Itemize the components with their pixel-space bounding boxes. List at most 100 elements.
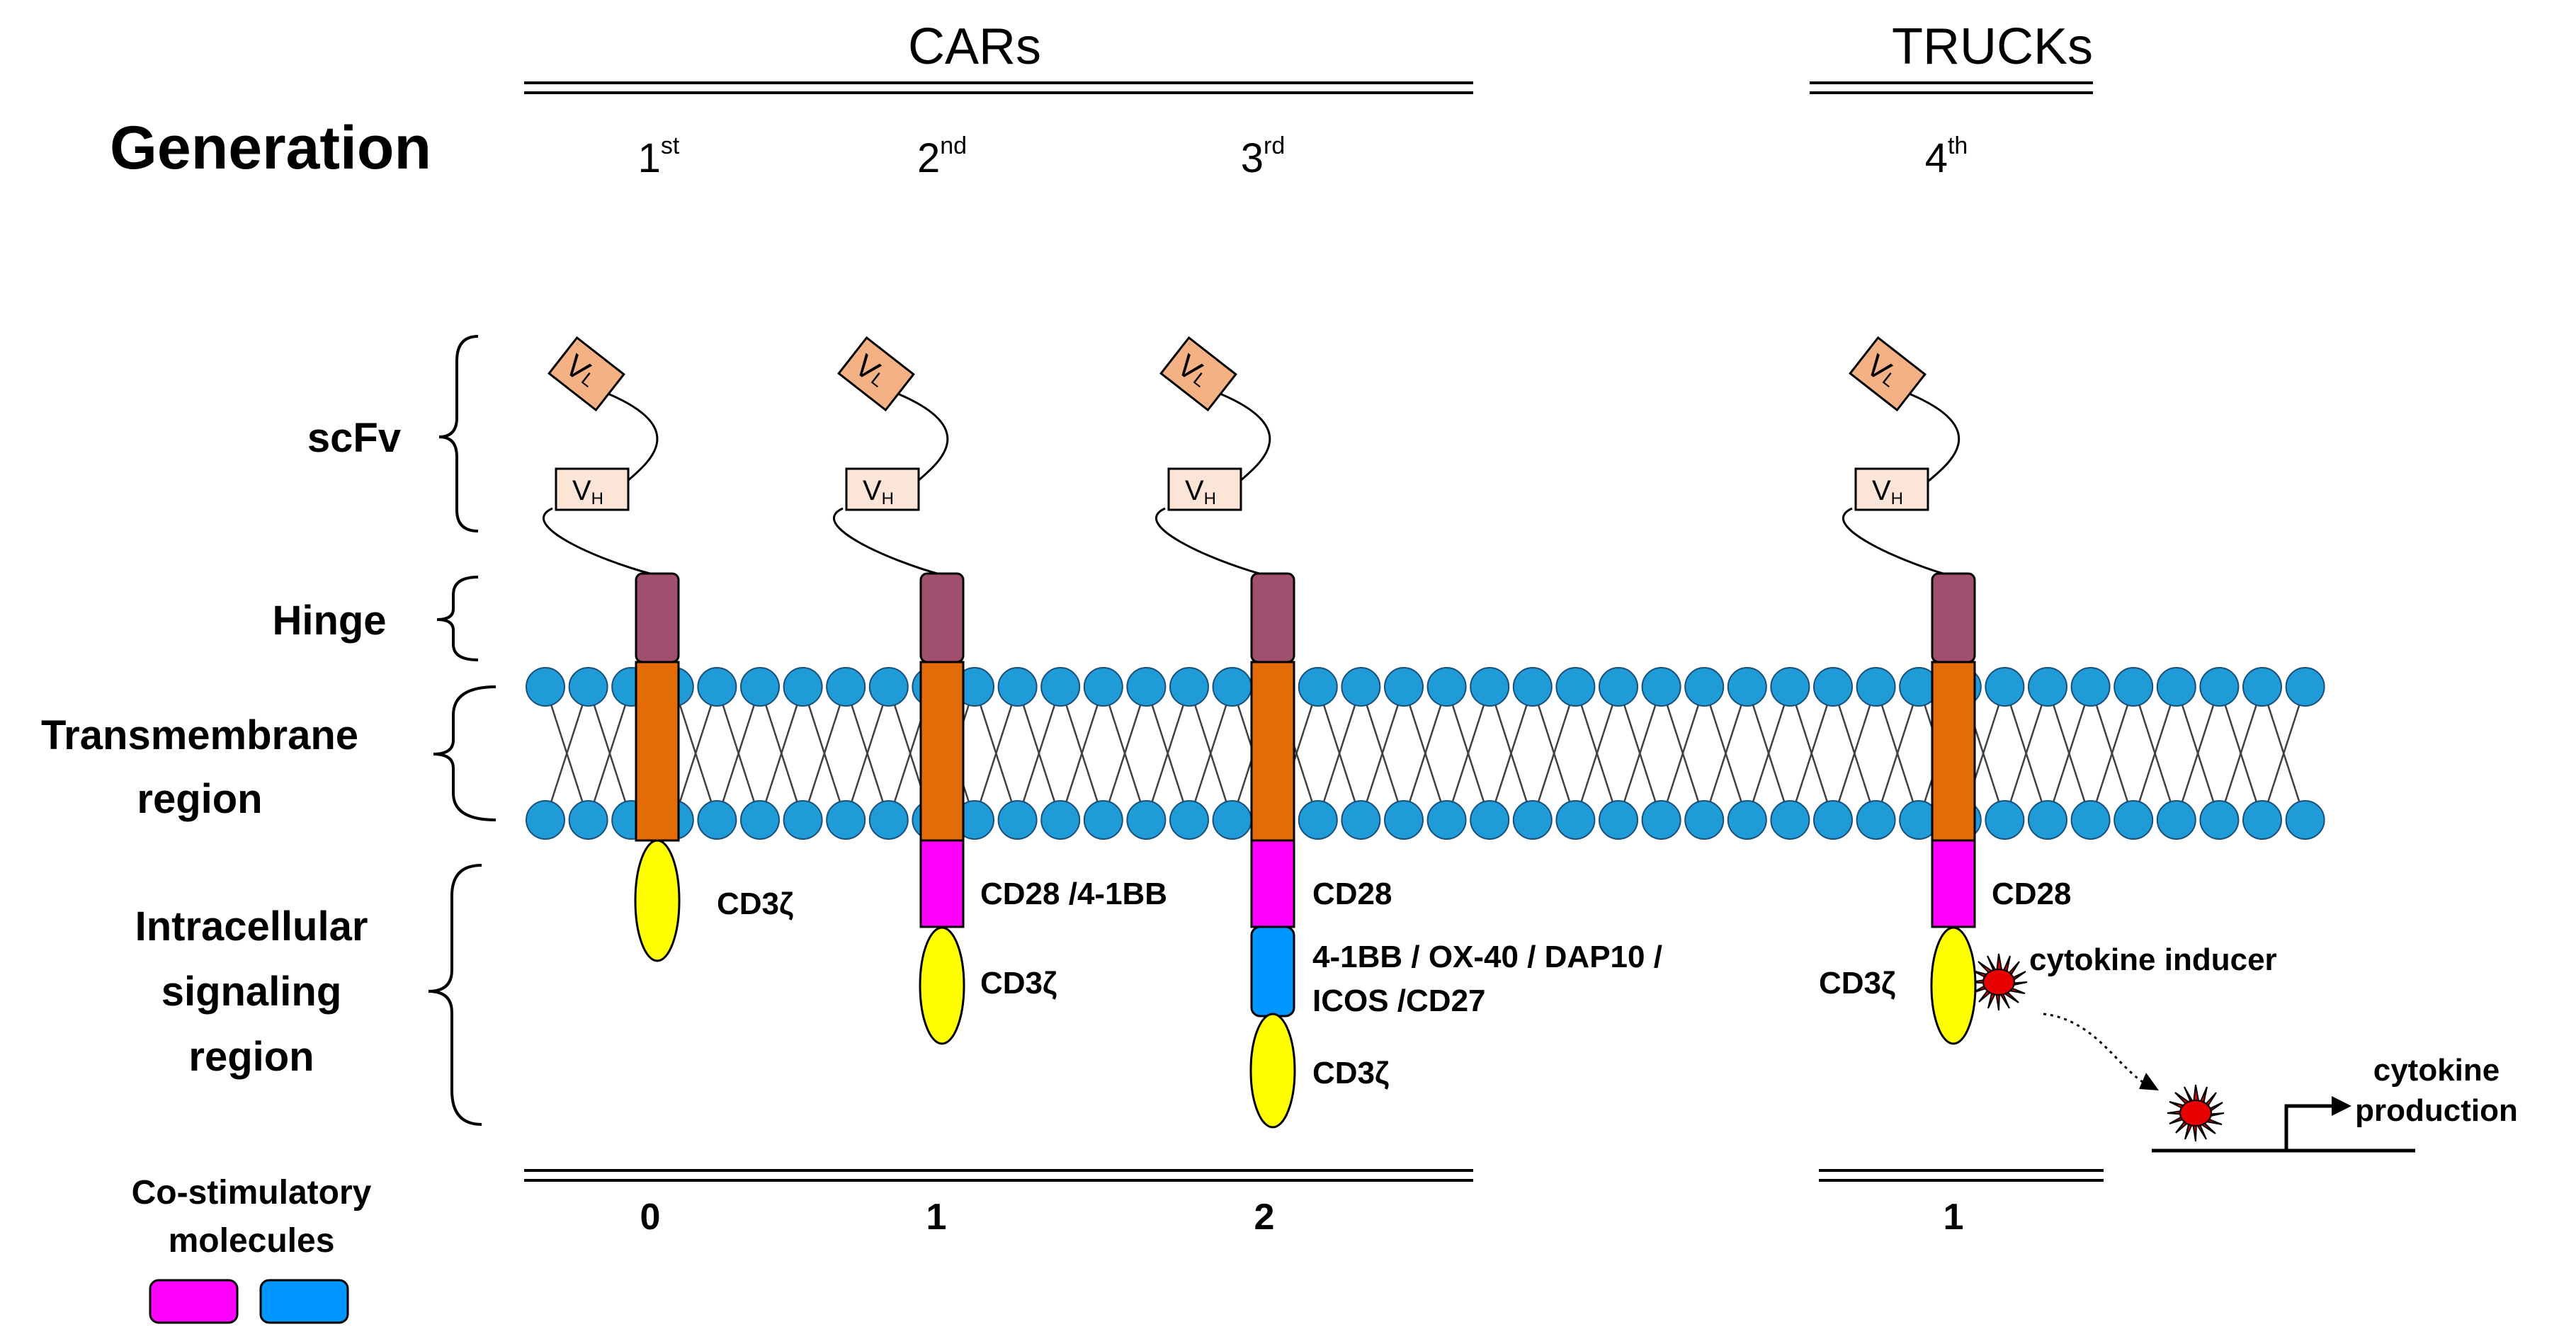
truck-receptor-4th: VL VH bbox=[1842, 336, 1977, 1045]
dotted-arrow bbox=[2043, 1013, 2143, 1083]
lipid-head bbox=[2285, 667, 2325, 707]
linker-vh-hinge bbox=[1842, 507, 1948, 576]
lipid-tail bbox=[1402, 686, 1448, 821]
vh-domain: VH bbox=[1167, 467, 1242, 511]
lipid-head bbox=[1555, 800, 1596, 840]
lipid-head bbox=[1126, 800, 1167, 840]
lipid-head bbox=[1341, 667, 1381, 707]
lipid-tail bbox=[1660, 686, 1706, 821]
lipid-head bbox=[1985, 667, 2025, 707]
lipid-tail bbox=[1016, 686, 1062, 821]
lipid-tail bbox=[587, 686, 632, 821]
lipid-tail bbox=[973, 686, 1019, 821]
ic-label-line1: Intracellular bbox=[135, 903, 368, 950]
linker-vl-vh bbox=[883, 387, 949, 483]
lipid-head bbox=[697, 800, 737, 840]
lipid-tail bbox=[1875, 686, 1920, 821]
lipid-tail bbox=[845, 686, 890, 821]
lipid-head bbox=[1684, 667, 1725, 707]
hinge-brace bbox=[436, 576, 479, 661]
car-receptor-3rd: VL VH bbox=[1154, 336, 1296, 1129]
lipid-tails bbox=[544, 686, 2306, 821]
cytokine-inducer-star-icon bbox=[1970, 953, 2028, 1011]
cd28-41bb-label: CD28 /4-1BB bbox=[980, 877, 1167, 911]
cars-top-double-line bbox=[524, 81, 1473, 94]
lipid-head bbox=[1770, 667, 1810, 707]
cd3z-label-4th: CD3ζ bbox=[1819, 966, 1895, 1000]
lipid-head bbox=[826, 800, 866, 840]
linker-vl-vh bbox=[1894, 387, 1961, 483]
lipid-tail bbox=[2089, 686, 2135, 821]
lipid-head bbox=[1599, 800, 1638, 840]
lipid-head bbox=[2156, 800, 2196, 840]
costim-domain-blue bbox=[1250, 925, 1295, 1017]
ic-label-line3: region bbox=[188, 1034, 314, 1080]
lipid-head bbox=[1212, 800, 1252, 840]
costim-domain-pink bbox=[1250, 839, 1295, 928]
dotted-arrow-head-icon bbox=[2139, 1073, 2159, 1090]
costim-domain-pink bbox=[1931, 839, 1976, 928]
svg-text:VH: VH bbox=[1872, 475, 1903, 508]
cytokine-production-line2: production bbox=[2355, 1093, 2518, 1128]
lipid-tail bbox=[2218, 686, 2264, 821]
lipid-tail bbox=[1317, 686, 1362, 821]
hinge-domain bbox=[635, 572, 680, 663]
cytokine-production-line1: cytokine bbox=[2373, 1053, 2500, 1088]
linker-vh-hinge bbox=[543, 507, 656, 576]
transmembrane-domain bbox=[635, 661, 680, 842]
lipid-tail bbox=[673, 686, 718, 821]
third-costim-line2: ICOS /CD27 bbox=[1312, 984, 1486, 1018]
lipid-tail bbox=[2004, 686, 2049, 821]
lipid-tail bbox=[1617, 686, 1662, 821]
lipid-head bbox=[1126, 667, 1167, 707]
lipid-tail bbox=[1789, 686, 1834, 821]
generation-label-1: 1st bbox=[638, 132, 680, 181]
ic-brace bbox=[428, 864, 482, 1126]
lipid-head bbox=[1641, 800, 1681, 840]
lipid-head bbox=[1813, 667, 1853, 707]
lipid-head bbox=[1341, 800, 1381, 840]
lipid-head bbox=[1298, 800, 1338, 840]
vh-domain: VH bbox=[845, 467, 920, 511]
generation-label-2: 2nd bbox=[917, 132, 967, 181]
cd3z-domain bbox=[634, 839, 681, 962]
lipid-tail bbox=[1832, 686, 1877, 821]
lipid-tail bbox=[759, 686, 804, 821]
lipid-head bbox=[1470, 667, 1510, 707]
costim-count-2nd: 1 bbox=[926, 1197, 947, 1238]
membrane-white-strip bbox=[528, 687, 2277, 820]
lipid-head bbox=[997, 667, 1038, 707]
lipid-head bbox=[1083, 800, 1123, 840]
lipid-head bbox=[1727, 800, 1767, 840]
lipid-tail bbox=[716, 686, 761, 821]
svg-text:VH: VH bbox=[863, 475, 894, 508]
lipid-head bbox=[1040, 667, 1081, 707]
legend-swatch-blue bbox=[259, 1279, 349, 1324]
lipid-head bbox=[2113, 800, 2154, 840]
vl-domain: VL bbox=[1849, 336, 1927, 412]
lipid-head bbox=[1298, 667, 1338, 707]
vl-domain: VL bbox=[1159, 336, 1237, 412]
promoter-arrowhead-icon bbox=[2332, 1096, 2351, 1116]
lipid-tail bbox=[1746, 686, 1791, 821]
lipid-tail bbox=[2175, 686, 2220, 821]
membrane-bilayer bbox=[526, 667, 2325, 840]
lipid-head bbox=[783, 667, 823, 707]
cytokine-star-icon bbox=[2167, 1084, 2225, 1142]
lipid-tail bbox=[1360, 686, 1405, 821]
lipid-head bbox=[2285, 800, 2325, 840]
lipid-head bbox=[2199, 667, 2240, 707]
hinge-domain bbox=[1931, 572, 1976, 663]
linker-vl-vh bbox=[593, 387, 659, 483]
lipid-head bbox=[1856, 667, 1896, 707]
lipid-head bbox=[1169, 667, 1209, 707]
lipid-head bbox=[568, 800, 608, 840]
linker-vh-hinge bbox=[1154, 507, 1265, 576]
costim-domain-pink bbox=[919, 839, 965, 928]
cd3z-label-1st: CD3ζ bbox=[717, 887, 793, 921]
lipid-head bbox=[526, 667, 565, 707]
lipid-tail bbox=[2133, 686, 2177, 821]
vl-domain: VL bbox=[837, 336, 915, 412]
lipid-tail bbox=[1060, 686, 1104, 821]
costim-count-1st: 0 bbox=[640, 1197, 661, 1238]
